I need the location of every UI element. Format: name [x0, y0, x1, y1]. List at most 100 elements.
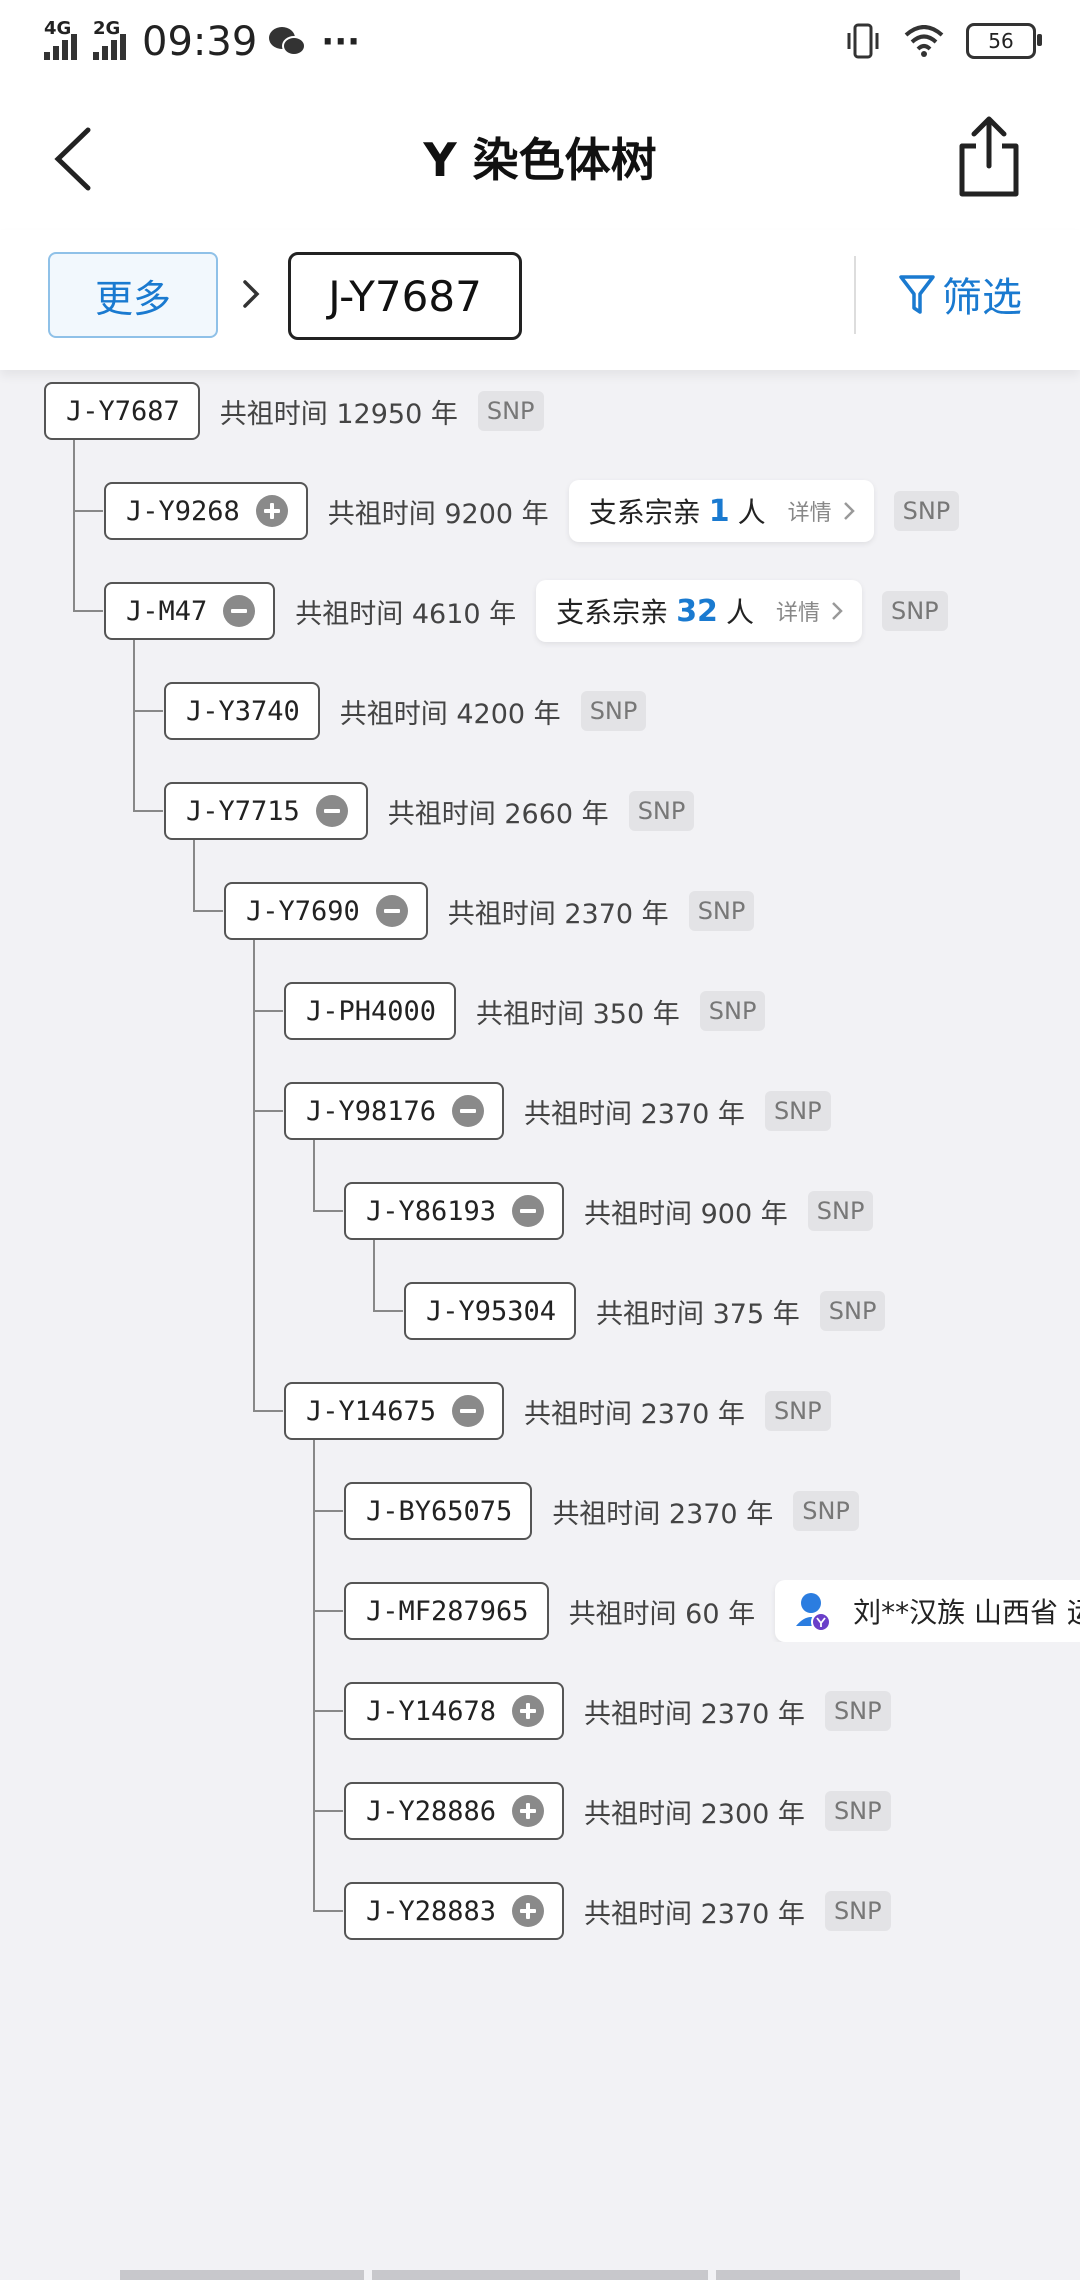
signal-4g-icon: 4G — [44, 18, 77, 60]
member-card[interactable]: 刘**汉族 山西省 运 — [775, 1580, 1080, 1642]
snp-badge[interactable]: SNP — [881, 591, 948, 631]
haplogroup-node[interactable]: J-Y86193 — [344, 1182, 565, 1240]
snp-badge[interactable]: SNP — [764, 1391, 831, 1431]
haplogroup-node[interactable]: J-Y14678 — [344, 1682, 565, 1740]
snp-badge[interactable]: SNP — [688, 891, 755, 931]
tree-row: J-BY65075 共祖时间 2370 年 SNP — [344, 1480, 859, 1542]
kinship-count: 1 — [708, 493, 730, 529]
snp-badge[interactable]: SNP — [824, 1791, 891, 1831]
ancestor-age: 共祖时间 2370 年 — [584, 1698, 805, 1730]
collapse-minus-icon[interactable] — [452, 1395, 485, 1427]
kinship-unit: 人 — [725, 596, 754, 629]
bottom-scroll-indicator — [716, 2270, 960, 2280]
expand-plus-icon[interactable] — [512, 1795, 545, 1827]
detail-link[interactable]: 详情 — [775, 601, 820, 626]
expand-plus-icon[interactable] — [255, 495, 288, 527]
tree-row: J-Y7690 共祖时间 2370 年 SNP — [224, 880, 755, 942]
share-icon[interactable] — [954, 114, 1024, 200]
detail-link[interactable]: 详情 — [787, 501, 832, 526]
snp-badge[interactable]: SNP — [580, 691, 647, 731]
haplogroup-node[interactable]: J-Y3740 — [164, 682, 320, 740]
snp-badge[interactable]: SNP — [824, 1691, 891, 1731]
snp-badge[interactable]: SNP — [807, 1191, 874, 1231]
haplogroup-node[interactable]: J-Y7687 — [44, 382, 200, 440]
collapse-minus-icon[interactable] — [512, 1195, 545, 1227]
snp-badge[interactable]: SNP — [824, 1891, 891, 1931]
collapse-minus-icon[interactable] — [223, 595, 256, 627]
current-haplogroup-button[interactable]: J-Y7687 — [288, 252, 522, 340]
collapse-minus-icon[interactable] — [375, 895, 408, 927]
snp-badge[interactable]: SNP — [477, 391, 544, 431]
clock: 09:39 — [142, 19, 258, 65]
node-label: J-Y28886 — [366, 1795, 497, 1827]
tree-connector — [73, 610, 103, 612]
haplogroup-node[interactable]: J-M47 — [104, 582, 276, 640]
tree-row: J-Y7715 共祖时间 2660 年 SNP — [164, 780, 695, 842]
collapse-minus-icon[interactable] — [452, 1095, 485, 1127]
tree-row: J-Y28883 共祖时间 2370 年 SNP — [344, 1880, 891, 1942]
ancestor-age: 共祖时间 2370 年 — [447, 898, 669, 930]
ancestor-age: 共祖时间 4200 年 — [339, 698, 561, 730]
breadcrumb: 更多 J-Y7687 筛选 — [0, 230, 1080, 370]
tree-connector — [73, 510, 103, 512]
haplogroup-node[interactable]: J-Y14675 — [284, 1382, 505, 1440]
ancestor-age: 共祖时间 2370 年 — [524, 1398, 745, 1430]
network-type-label: 4G — [44, 18, 72, 39]
ancestor-age: 共祖时间 2370 年 — [552, 1498, 774, 1530]
filter-button[interactable]: 筛选 — [898, 264, 1022, 324]
battery-level: 56 — [988, 29, 1014, 53]
haplogroup-node[interactable]: J-PH4000 — [284, 982, 457, 1040]
kinship-card[interactable]: 支系宗亲 1 人 详情 — [568, 480, 874, 542]
tree-connector — [313, 1210, 343, 1212]
tree-connector — [133, 638, 135, 811]
haplogroup-node[interactable]: J-Y95304 — [404, 1282, 577, 1340]
tree-connector — [253, 938, 255, 1411]
back-arrow-icon[interactable] — [50, 124, 100, 194]
status-bar: 4G 2G 09:39 ··· 56 — [0, 0, 1080, 84]
haplogroup-node[interactable]: J-Y28883 — [344, 1882, 565, 1940]
node-label: J-Y7690 — [246, 895, 360, 927]
node-label: J-Y14678 — [366, 1695, 497, 1727]
tree-connector — [313, 1910, 343, 1912]
ancestor-age: 共祖时间 4610 年 — [295, 598, 517, 630]
more-button[interactable]: 更多 — [48, 252, 218, 338]
haplogroup-node[interactable]: J-Y9268 — [104, 482, 308, 540]
chevron-right-icon — [243, 280, 260, 308]
haplogroup-node[interactable]: J-Y28886 — [344, 1782, 565, 1840]
expand-plus-icon[interactable] — [512, 1695, 545, 1727]
tree-row: J-Y3740 共祖时间 4200 年 SNP — [164, 680, 647, 742]
node-label: J-Y14675 — [306, 1395, 437, 1427]
tree-row: J-Y7687 共祖时间 12950 年 SNP — [44, 380, 544, 442]
haplogroup-node[interactable]: J-Y7690 — [224, 882, 428, 940]
kinship-unit: 人 — [737, 496, 766, 529]
snp-badge[interactable]: SNP — [793, 1491, 859, 1531]
snp-badge[interactable]: SNP — [764, 1091, 831, 1131]
chevron-right-icon — [832, 602, 843, 620]
haplogroup-node[interactable]: J-BY65075 — [344, 1482, 533, 1540]
haplogroup-node[interactable]: J-Y7715 — [164, 782, 368, 840]
member-info: 刘**汉族 山西省 运 — [853, 1596, 1080, 1629]
tree-connector — [313, 1610, 343, 1612]
node-label: J-Y7715 — [186, 795, 300, 827]
snp-badge[interactable]: SNP — [893, 491, 960, 531]
expand-plus-icon[interactable] — [512, 1895, 545, 1927]
snp-badge[interactable]: SNP — [819, 1291, 886, 1331]
ancestor-age: 共祖时间 2370 年 — [584, 1898, 805, 1930]
filter-label: 筛选 — [942, 275, 1022, 321]
node-label: J-M47 — [126, 595, 208, 627]
tree-row: J-Y14675 共祖时间 2370 年 SNP — [284, 1380, 831, 1442]
tree-row: J-M47 共祖时间 4610 年 支系宗亲 32 人 详情 SNP — [104, 580, 948, 642]
tree-connector — [373, 1238, 375, 1311]
snp-badge[interactable]: SNP — [699, 991, 766, 1031]
wechat-icon — [269, 27, 307, 56]
snp-badge[interactable]: SNP — [628, 791, 695, 831]
collapse-minus-icon[interactable] — [315, 795, 348, 827]
tree-connector — [313, 1510, 343, 1512]
ancestor-age: 共祖时间 12950 年 — [219, 398, 458, 430]
kinship-card[interactable]: 支系宗亲 32 人 详情 — [536, 580, 862, 642]
kinship-label: 支系宗亲 — [556, 596, 669, 629]
haplogroup-node[interactable]: J-MF287965 — [344, 1582, 549, 1640]
divider — [854, 256, 856, 334]
ancestor-age: 共祖时间 2370 年 — [524, 1098, 745, 1130]
haplogroup-node[interactable]: J-Y98176 — [284, 1082, 505, 1140]
